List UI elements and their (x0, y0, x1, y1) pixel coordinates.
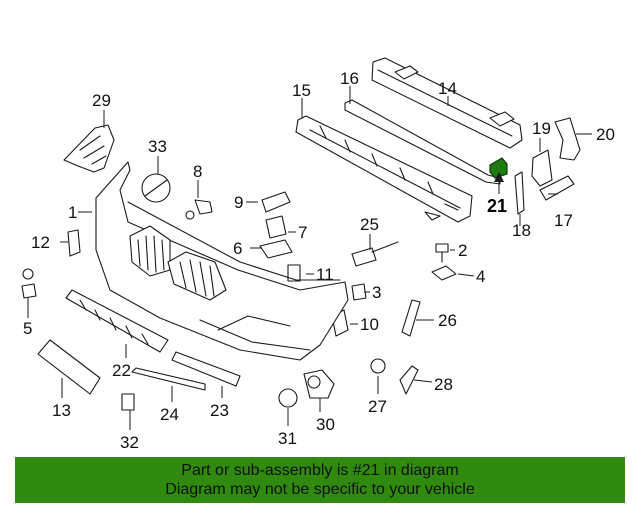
part-5-clip[interactable] (21, 268, 37, 299)
callout-4: 4 (476, 267, 485, 286)
callout-10: 10 (360, 315, 379, 334)
callout-13: 13 (52, 401, 71, 420)
callout-29: 29 (92, 91, 111, 110)
part-9-washer-cover[interactable] (261, 191, 291, 213)
callout-6: 6 (233, 239, 242, 258)
callout-labels: 1 2 3 4 5 6 7 8 9 10 11 12 13 14 15 16 1… (23, 69, 615, 452)
part-2-bolt[interactable] (435, 243, 449, 263)
part-32-clip[interactable] (121, 393, 135, 411)
callout-23: 23 (210, 401, 229, 420)
callout-20: 20 (596, 125, 615, 144)
callout-18: 18 (512, 221, 531, 240)
callout-19: 19 (532, 119, 551, 138)
part-22-lower-grille[interactable] (65, 289, 169, 353)
part-15-energy-absorber[interactable] (295, 115, 473, 223)
callout-9: 9 (234, 193, 243, 212)
part-8-clip[interactable] (185, 199, 213, 220)
callout-14: 14 (438, 79, 457, 98)
callout-25: 25 (360, 215, 379, 234)
callout-21: 21 (487, 196, 507, 216)
part-1-bumper-cover[interactable] (95, 161, 349, 361)
callout-24: 24 (160, 405, 179, 424)
parts-diagram: 1 2 3 4 5 6 7 8 9 10 11 12 13 14 15 16 1… (21, 57, 615, 452)
part-27-sensor-holder[interactable] (370, 358, 386, 374)
part-14-bumper-reinforcement[interactable] (371, 57, 523, 149)
part-12-bracket[interactable] (67, 229, 81, 257)
part-33-emblem[interactable] (141, 173, 171, 203)
part-28-holder[interactable] (399, 365, 419, 395)
callout-30: 30 (316, 415, 335, 434)
part-23-grille[interactable] (171, 351, 241, 387)
banner-line-1: Part or sub-assembly is #21 in diagram (181, 462, 459, 479)
leader-lines (27, 86, 592, 430)
part-24-trim-strip[interactable] (131, 367, 206, 391)
callout-8: 8 (193, 162, 202, 181)
part-26-trim[interactable] (401, 299, 421, 337)
callout-17: 17 (554, 211, 573, 230)
callout-31: 31 (278, 429, 297, 448)
part-18-holder[interactable] (514, 171, 525, 215)
part-25-sensor[interactable] (351, 241, 399, 267)
callout-12: 12 (31, 233, 50, 252)
highlight-banner: Part or sub-assembly is #21 in diagram D… (15, 457, 625, 503)
callout-28: 28 (434, 375, 453, 394)
banner-line-2: Diagram may not be specific to your vehi… (165, 481, 475, 498)
callout-26: 26 (438, 311, 457, 330)
callout-5: 5 (23, 319, 32, 338)
callout-1: 1 (68, 203, 77, 222)
part-7-holder[interactable] (265, 215, 287, 239)
callout-32: 32 (120, 433, 139, 452)
part-11-clip[interactable] (287, 264, 301, 282)
part-3-grommet[interactable] (351, 283, 367, 301)
part-30-sensor[interactable] (303, 369, 335, 399)
callout-3: 3 (372, 283, 381, 302)
callout-2: 2 (458, 241, 467, 260)
callout-27: 27 (368, 397, 387, 416)
callout-16: 16 (340, 69, 359, 88)
part-31-sensor-ring[interactable] (278, 388, 298, 408)
callout-11: 11 (316, 265, 334, 284)
part-4-nut[interactable] (431, 265, 457, 281)
part-6-bracket[interactable] (259, 239, 293, 259)
part-21-highlighted[interactable] (489, 157, 508, 179)
callout-22: 22 (112, 361, 131, 380)
part-13-license-plate-bracket[interactable] (37, 339, 101, 395)
part-29-air-duct[interactable] (63, 124, 115, 173)
callout-7: 7 (298, 223, 307, 242)
callout-15: 15 (292, 81, 311, 100)
part-20-bracket[interactable] (554, 117, 581, 161)
callout-33: 33 (148, 137, 167, 156)
part-19-bracket[interactable] (531, 149, 553, 187)
